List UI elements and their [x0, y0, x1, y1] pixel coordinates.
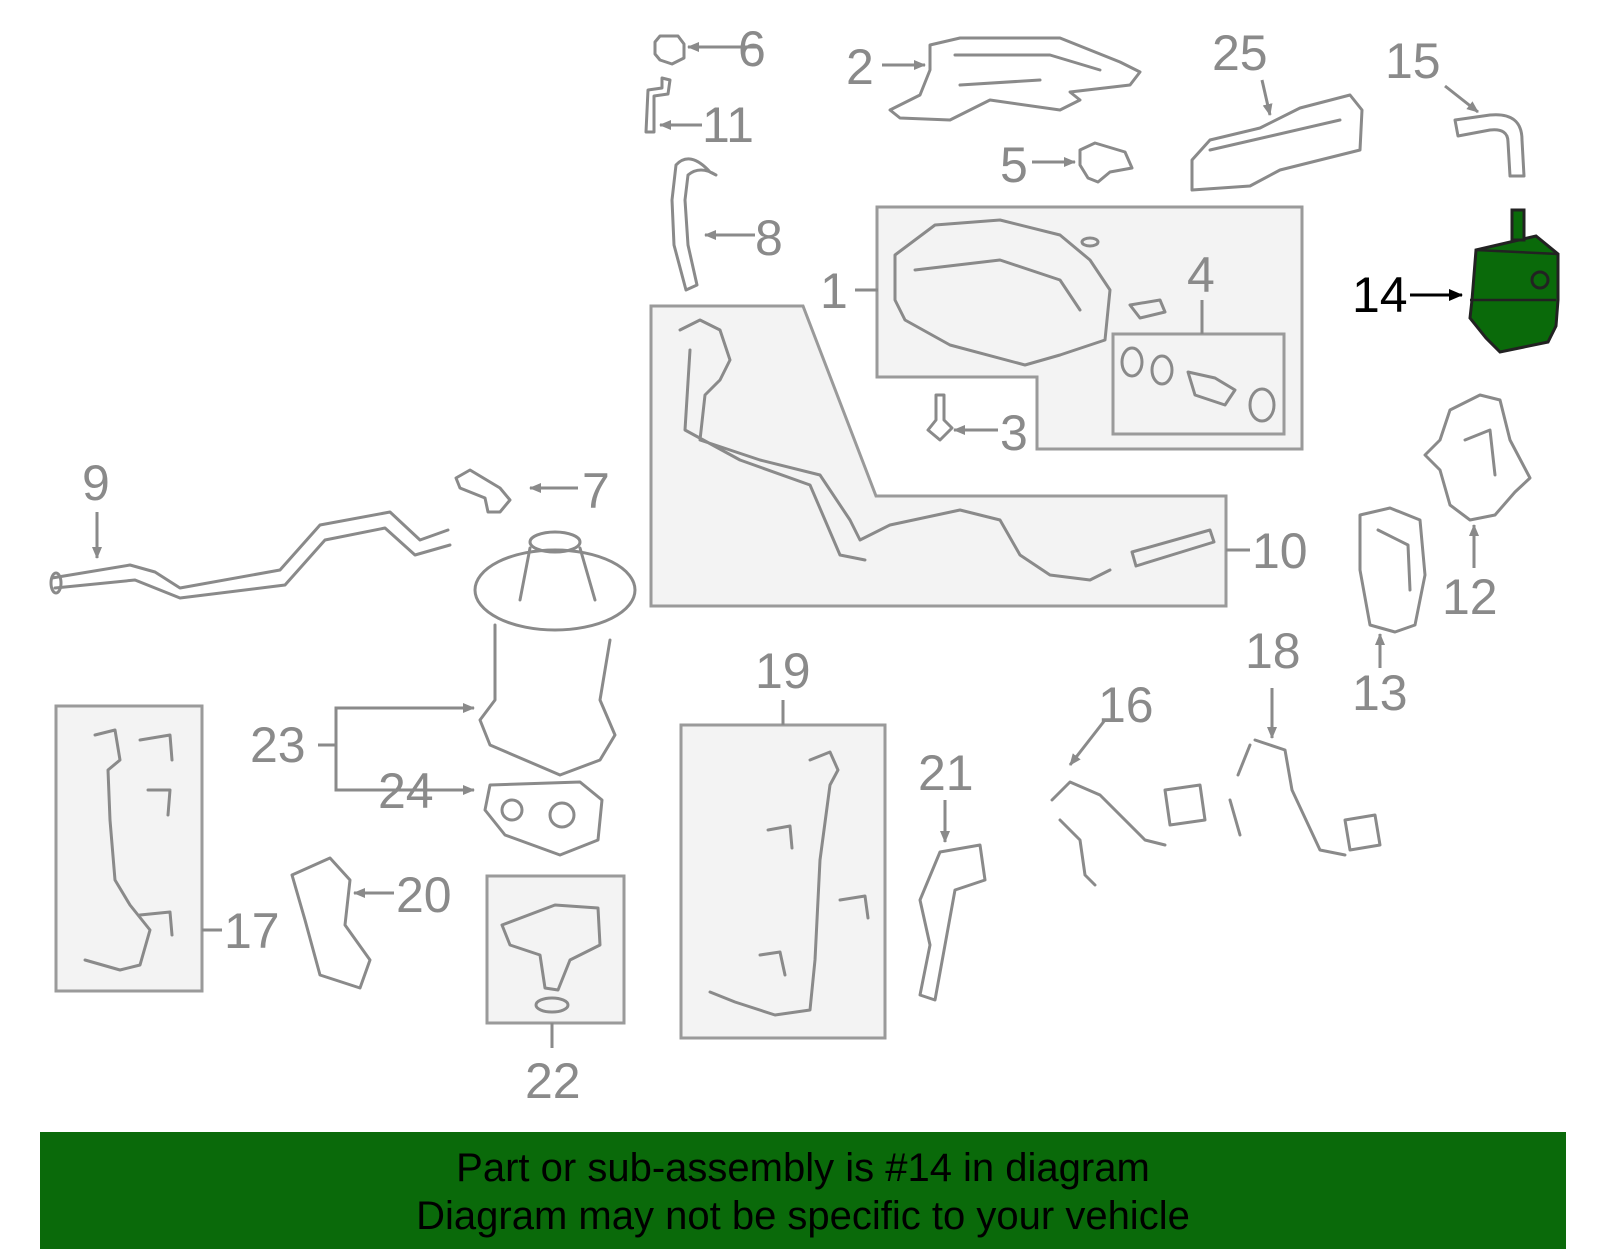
egr-body-part-23 [478, 546, 617, 777]
callout-2: 2 [846, 39, 874, 95]
group-box-22 [485, 874, 626, 1025]
valve-part-4 [1186, 370, 1237, 407]
callout-4: 4 [1187, 247, 1215, 303]
o2-sensor-part-16 [1050, 780, 1207, 887]
callout-11: 11 [702, 97, 754, 153]
hose-part-8 [670, 157, 718, 292]
callout-21: 21 [918, 745, 974, 801]
o2-sensor-part-18 [1228, 738, 1382, 857]
hose-part-7 [454, 468, 512, 514]
sensor-part-22 [500, 903, 602, 992]
gasket-hole-b [548, 801, 576, 829]
callout-9: 9 [82, 455, 110, 511]
callout-5: 5 [1000, 137, 1028, 193]
callout-12: 12 [1442, 569, 1498, 625]
callout-6: 6 [738, 21, 766, 77]
callout-25: 25 [1212, 25, 1268, 81]
sensor-part-5 [1078, 141, 1134, 184]
callout-24: 24 [378, 763, 434, 819]
bolt-part-3 [926, 393, 954, 442]
callout-16: 16 [1098, 677, 1154, 733]
canister-band-part-14 [1470, 248, 1559, 302]
bracket-part-21 [918, 843, 987, 1002]
oring-part-1 [1080, 236, 1100, 248]
oring-part-22 [534, 996, 570, 1014]
bracket-part-20 [290, 856, 372, 990]
callout-20: 20 [396, 867, 452, 923]
callout-10: 10 [1252, 523, 1308, 579]
pipe-part-9 [50, 510, 452, 600]
gasket-hole-a [500, 798, 524, 822]
o2-sensor-part-17 [83, 728, 174, 972]
canister-port-part-14 [1530, 270, 1550, 290]
callout-13: 13 [1352, 665, 1408, 721]
pipe-end-part-9 [49, 571, 63, 595]
clip-part-6 [653, 34, 686, 66]
callout-1: 1 [820, 263, 848, 319]
hose-assembly-part-10 [678, 318, 1112, 582]
group-box-17 [54, 704, 204, 993]
canister-nozzle-part-14 [1510, 208, 1526, 242]
tube-part-10 [1130, 528, 1216, 568]
callout-7: 7 [582, 463, 610, 519]
banner-part-line: Part or sub-assembly is #14 in diagram [456, 1146, 1150, 1190]
callout-3: 3 [1000, 405, 1028, 461]
banner-disclaimer-line: Diagram may not be specific to your vehi… [416, 1194, 1190, 1238]
canister-part-1 [893, 218, 1167, 367]
canister-part-14 [1468, 234, 1560, 354]
group-box-10 [649, 304, 1228, 608]
callout-15: 15 [1385, 33, 1441, 89]
callout-18: 18 [1245, 623, 1301, 679]
callout-8: 8 [755, 210, 783, 266]
callout-14: 14 [1352, 267, 1408, 323]
clamp-part-4 [1248, 387, 1276, 423]
egr-top-part-23 [473, 548, 637, 632]
gasket-part-24 [483, 780, 604, 857]
bracket-part-2 [888, 36, 1142, 122]
bracket-part-13 [1358, 506, 1427, 634]
callout-19: 19 [755, 643, 811, 699]
ring-part-4b [1150, 354, 1174, 386]
part-info-banner: Part or sub-assembly is #14 in diagram D… [40, 1132, 1566, 1249]
o2-sensor-part-19 [708, 750, 870, 1017]
ring-part-4a [1120, 346, 1144, 378]
hose-part-11 [644, 76, 672, 134]
hose-part-15 [1453, 113, 1526, 178]
callout-23: 23 [250, 717, 306, 773]
egr-cap-part-23 [528, 530, 582, 554]
callout-22: 22 [525, 1053, 581, 1109]
valve-part-12 [1423, 393, 1532, 522]
callout-17: 17 [224, 903, 280, 959]
cover-part-25 [1190, 93, 1364, 192]
